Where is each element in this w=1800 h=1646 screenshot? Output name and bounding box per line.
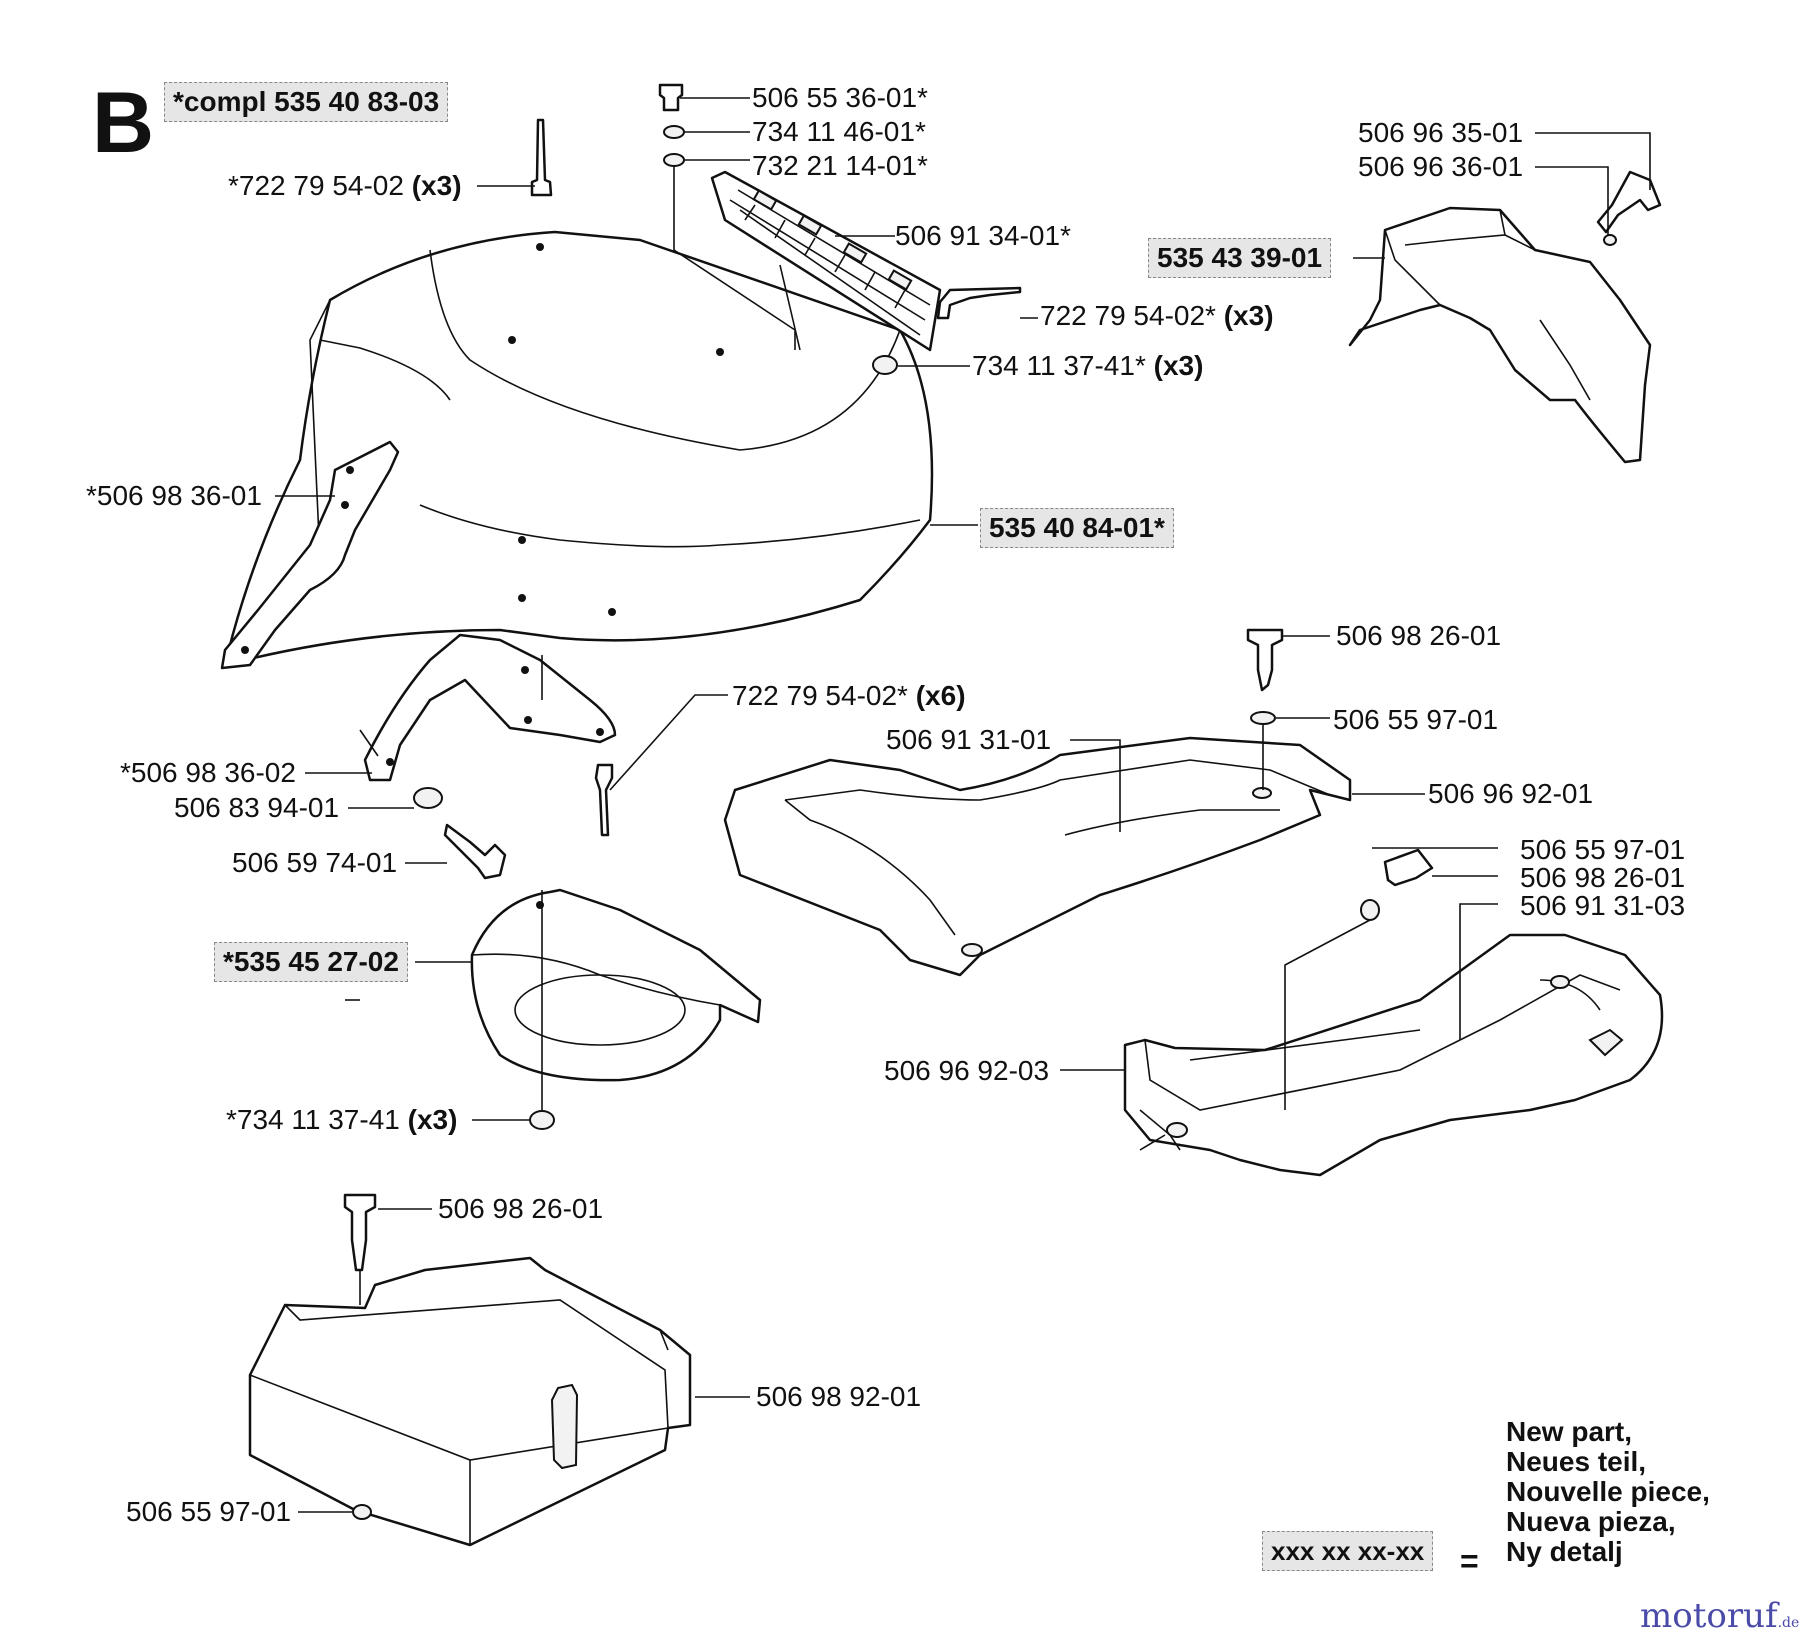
fasteners-drawing bbox=[343, 83, 1662, 1520]
part-label: 506 83 94-01 bbox=[174, 792, 340, 823]
part-label: 506 55 97-01 bbox=[1520, 834, 1686, 865]
part-label: 506 55 36-01* bbox=[752, 82, 928, 113]
part-label: 506 96 36-01 bbox=[1358, 151, 1524, 182]
part-label: *734 11 37-41 (x3) bbox=[226, 1104, 458, 1135]
section-letter: B bbox=[92, 75, 155, 171]
side-panel-right-drawing bbox=[1123, 933, 1664, 1177]
part-label: 506 98 26-01 bbox=[438, 1193, 604, 1224]
part-label: 506 91 31-01 bbox=[886, 724, 1052, 755]
legend-line: New part, bbox=[1506, 1416, 1633, 1447]
legend-line: Neues teil, bbox=[1506, 1446, 1647, 1477]
hood-drawing bbox=[223, 230, 934, 667]
part-label: *506 98 36-02 bbox=[120, 757, 296, 788]
watermark-logo: motoruf.de bbox=[1640, 1596, 1800, 1636]
middle-bracket-drawing bbox=[359, 633, 617, 782]
part-label: 506 55 97-01 bbox=[1333, 704, 1499, 735]
box-cover-drawing bbox=[248, 1256, 692, 1547]
part-label: 722 79 54-02* (x6) bbox=[732, 680, 966, 711]
fender-drawing bbox=[1348, 206, 1652, 464]
part-label: 506 98 26-01 bbox=[1336, 620, 1502, 651]
kit-label-hood: 535 40 84-01* bbox=[980, 508, 1174, 548]
legend-equals: = bbox=[1460, 1543, 1479, 1579]
legend-line: Ny detalj bbox=[1506, 1536, 1623, 1567]
part-label: 506 98 26-01 bbox=[1520, 862, 1686, 893]
legend-placeholder-box: xxx xx xx-xx bbox=[1262, 1531, 1434, 1571]
side-panel-left-drawing bbox=[723, 736, 1352, 977]
part-label: 506 96 92-01 bbox=[1428, 778, 1594, 809]
part-label: 734 11 37-41* (x3) bbox=[972, 350, 1204, 381]
leader-lines bbox=[275, 97, 1651, 1513]
legend-line: Nueva pieza, bbox=[1506, 1506, 1676, 1537]
part-label: 506 96 35-01 bbox=[1358, 117, 1524, 148]
kit-label-compl: *compl 535 40 83-03 bbox=[164, 82, 449, 122]
part-label: 722 79 54-02* (x3) bbox=[1040, 300, 1274, 331]
legend-line: Nouvelle piece, bbox=[1506, 1476, 1710, 1507]
part-label: 734 11 46-01* bbox=[752, 116, 926, 147]
part-label: 506 96 92-03 bbox=[884, 1055, 1050, 1086]
kit-label-bowl: *535 45 27-02 bbox=[214, 942, 408, 982]
part-label: *506 98 36-01 bbox=[86, 480, 262, 511]
part-label: 506 59 74-01 bbox=[232, 847, 398, 878]
part-label: 506 98 92-01 bbox=[756, 1381, 922, 1412]
part-label: 506 91 34-01* bbox=[895, 220, 1071, 251]
kit-label-fender: 535 43 39-01 bbox=[1148, 238, 1332, 278]
part-label: *722 79 54-02 (x3) bbox=[228, 170, 462, 201]
part-label: 506 91 31-03 bbox=[1520, 890, 1686, 921]
left-bracket-drawing bbox=[220, 440, 400, 670]
part-label: 732 21 14-01* bbox=[752, 150, 928, 181]
grille-drawing bbox=[710, 170, 942, 352]
new-part-legend: New part, Neues teil, Nouvelle piece, Nu… bbox=[1506, 1417, 1710, 1567]
bowl-drawing bbox=[470, 888, 762, 1082]
part-label: 506 55 97-01 bbox=[126, 1496, 292, 1527]
